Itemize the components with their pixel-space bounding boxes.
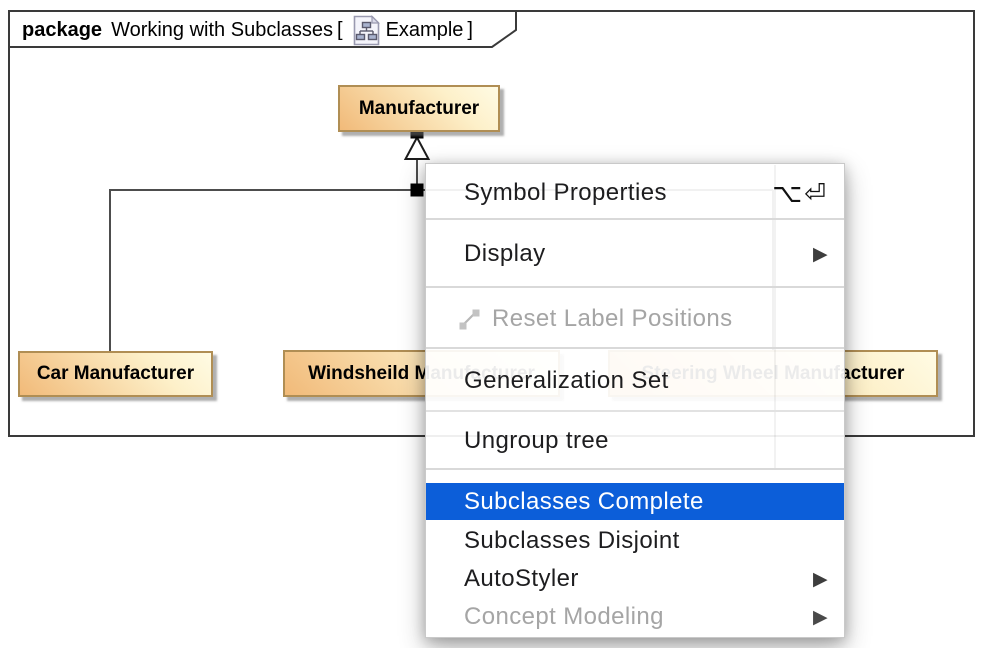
menu-item-subclasses-disjoint[interactable]: Subclasses Disjoint <box>426 522 844 560</box>
context-menu: Symbol Properties ⌥⏎ Display ▶ Reset Lab… <box>425 163 845 638</box>
menu-item-autostyler[interactable]: AutoStyler ▶ <box>426 560 844 598</box>
submenu-arrow-icon: ▶ <box>812 243 828 265</box>
menu-separator <box>426 468 844 470</box>
menu-item-label: Concept Modeling <box>464 603 664 630</box>
class-car-manufacturer[interactable]: Car Manufacturer <box>18 351 213 397</box>
class-manufacturer[interactable]: Manufacturer <box>338 85 500 132</box>
shortcut-option-return: ⌥⏎ <box>772 177 828 208</box>
diagram-name: Example <box>385 18 464 41</box>
class-diagram-icon <box>353 14 380 45</box>
header-title: Working with Subclasses <box>111 18 334 41</box>
menu-item-label: Reset Label Positions <box>492 305 733 332</box>
menu-item-ungroup-tree[interactable]: Ungroup tree <box>426 417 844 465</box>
menu-item-reset-label-positions: Reset Label Positions <box>426 295 844 343</box>
menu-item-label: Subclasses Disjoint <box>464 527 680 554</box>
menu-item-generalization-set[interactable]: Generalization Set <box>426 357 844 405</box>
menu-item-display[interactable]: Display ▶ <box>426 230 844 278</box>
menu-separator <box>426 218 844 220</box>
bracket-open: [ <box>337 18 343 41</box>
menu-separator <box>426 286 844 288</box>
package-keyword: package <box>22 18 103 41</box>
menu-gutter-line <box>774 165 776 468</box>
menu-separator <box>426 410 844 412</box>
bracket-close: ] <box>467 18 473 41</box>
diagram-header: package Working with Subclasses [ Exampl… <box>22 14 477 45</box>
menu-separator <box>426 347 844 349</box>
menu-item-subclasses-complete[interactable]: Subclasses Complete <box>426 483 844 520</box>
menu-item-label: Symbol Properties <box>464 179 667 206</box>
menu-item-label: Ungroup tree <box>464 427 609 454</box>
reset-label-positions-icon <box>459 309 480 329</box>
menu-item-symbol-properties[interactable]: Symbol Properties ⌥⏎ <box>426 169 844 217</box>
submenu-arrow-icon: ▶ <box>812 606 828 628</box>
menu-item-concept-modeling: Concept Modeling ▶ <box>426 598 844 636</box>
menu-item-label: AutoStyler <box>464 565 579 592</box>
menu-item-label: Display <box>464 240 546 267</box>
menu-item-label: Subclasses Complete <box>464 487 704 515</box>
menu-item-label: Generalization Set <box>464 367 669 394</box>
submenu-arrow-icon: ▶ <box>812 568 828 590</box>
